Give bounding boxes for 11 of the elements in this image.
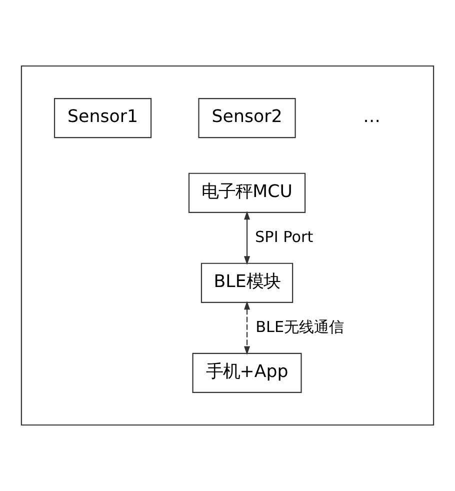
edge-label: BLE无线通信 — [256, 318, 344, 336]
node-box: 电子秤MCU — [188, 172, 306, 213]
node-box: 手机+App — [192, 352, 302, 393]
cluster — [20, 65, 434, 426]
node-box: BLE模块 — [200, 262, 294, 303]
arrow — [244, 300, 250, 355]
node-box: Sensor1 — [54, 98, 152, 138]
edge-label: SPI Port — [255, 228, 314, 246]
arrow — [244, 210, 250, 265]
node-box: Sensor2 — [198, 98, 296, 138]
label: … — [363, 107, 380, 128]
